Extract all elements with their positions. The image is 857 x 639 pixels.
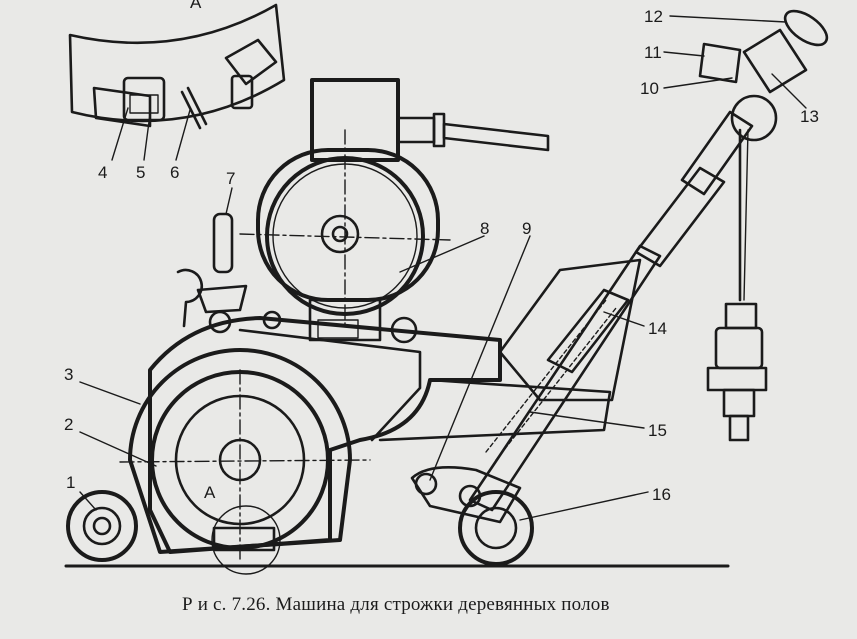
- callout-5: 5: [136, 163, 145, 182]
- callout-6: 6: [170, 163, 179, 182]
- detail-a-view: [68, 3, 286, 130]
- detail-a-label: A: [190, 0, 202, 12]
- callout-4: 4: [98, 163, 107, 182]
- section-marker-a: A: [204, 483, 216, 502]
- machine-frame: [148, 310, 612, 554]
- callout-2: 2: [64, 415, 73, 434]
- leader-lines: [79, 15, 807, 521]
- figure-caption: Р и с. 7.26. Машина для строжки деревянн…: [182, 594, 610, 615]
- rear-roller-assembly: [410, 466, 534, 566]
- adjustment-post: [176, 212, 248, 334]
- callout-14: 14: [648, 319, 667, 338]
- control-head: [698, 9, 829, 302]
- callout-1: 1: [66, 473, 75, 492]
- callout-3: 3: [64, 365, 73, 384]
- motor: [239, 78, 550, 342]
- handle-shaft: [468, 110, 754, 512]
- callout-8: 8: [480, 219, 489, 238]
- power-plug: [706, 302, 768, 442]
- callout-16: 16: [652, 485, 671, 504]
- callout-12: 12: [644, 7, 663, 26]
- cutter-drum: [119, 348, 371, 575]
- callout-10: 10: [640, 79, 659, 98]
- callout-13: 13: [800, 107, 819, 126]
- knife-detail-4: [122, 76, 166, 122]
- callout-9: 9: [522, 219, 531, 238]
- callout-7: 7: [226, 169, 235, 188]
- callout-11: 11: [644, 43, 662, 62]
- front-roller: [66, 490, 138, 562]
- callout-15: 15: [648, 421, 667, 440]
- callout-labels: 1 2 3 4 5 6 7 8 9 10 11 12 13 14 15 16 A…: [64, 0, 819, 504]
